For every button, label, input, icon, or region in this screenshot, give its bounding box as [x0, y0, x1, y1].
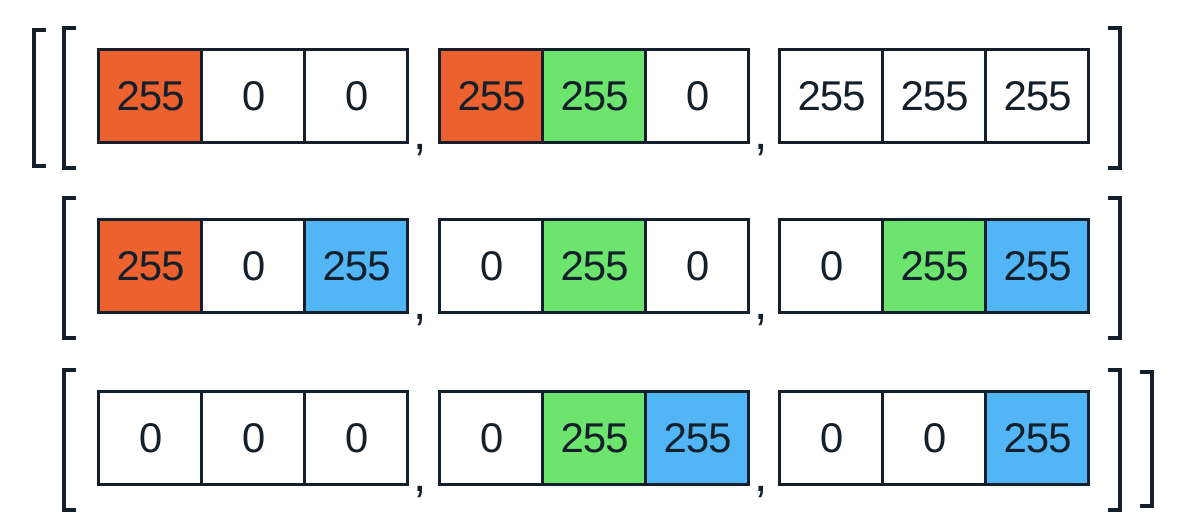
pixel-channel-cell: 255 [881, 218, 987, 314]
row-right-bracket [1108, 368, 1122, 512]
pixel-channel-cell: 0 [644, 218, 750, 314]
pixel-channel-cell: 255 [438, 48, 544, 144]
pixel-channel-cell: 255 [984, 390, 1090, 486]
row-left-bracket [62, 368, 76, 512]
pixel-channel-cell: 255 [541, 390, 647, 486]
pixel-channel-cell: 0 [97, 390, 203, 486]
pixel-channel-cell: 0 [644, 48, 750, 144]
pixel-channel-cell: 255 [97, 218, 203, 314]
pixel-channel-cell: 255 [644, 390, 750, 486]
pixel-channel-cell: 0 [778, 390, 884, 486]
pixel-channel-cell: 0 [438, 390, 544, 486]
row-right-bracket [1108, 26, 1122, 170]
pixel-channel-cell: 255 [984, 218, 1090, 314]
pixel-channel-cell: 0 [200, 218, 306, 314]
pixel-channel-cell: 255 [541, 48, 647, 144]
pixel-channel-cell: 255 [778, 48, 884, 144]
pixel-channel-cell: 255 [541, 218, 647, 314]
row-left-bracket [62, 26, 76, 170]
pixel-channel-cell: 255 [984, 48, 1090, 144]
separator-comma: , [413, 107, 427, 160]
outer-left-bracket [32, 28, 46, 168]
pixel-channel-cell: 255 [97, 48, 203, 144]
separator-comma: , [754, 277, 768, 330]
pixel-channel-cell: 0 [200, 48, 306, 144]
pixel-channel-cell: 0 [303, 390, 409, 486]
row-right-bracket [1108, 196, 1122, 340]
separator-comma: , [413, 277, 427, 330]
pixel-channel-cell: 0 [438, 218, 544, 314]
pixel-channel-cell: 0 [200, 390, 306, 486]
separator-comma: , [754, 107, 768, 160]
pixel-channel-cell: 0 [778, 218, 884, 314]
pixel-channel-cell: 0 [881, 390, 987, 486]
separator-comma: , [413, 449, 427, 502]
outer-right-bracket [1140, 370, 1154, 508]
pixel-channel-cell: 255 [303, 218, 409, 314]
row-left-bracket [62, 196, 76, 340]
separator-comma: , [754, 449, 768, 502]
pixel-channel-cell: 0 [303, 48, 409, 144]
pixel-channel-cell: 255 [881, 48, 987, 144]
